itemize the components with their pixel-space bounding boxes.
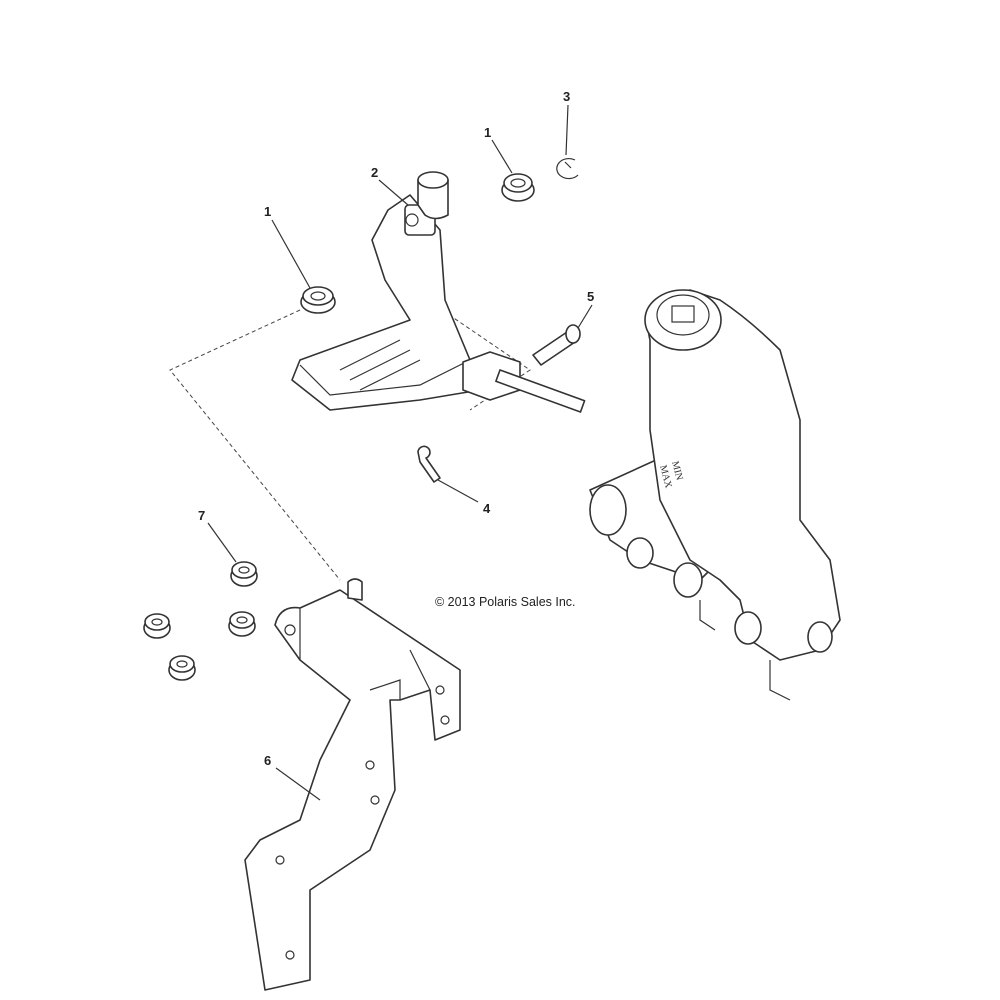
e-clip (556, 157, 579, 180)
pedal-bracket (244, 578, 461, 991)
callout-2: 2 (371, 165, 378, 180)
bushing-left (300, 286, 336, 314)
cotter-pin (417, 445, 441, 483)
callout-6: 6 (264, 753, 271, 768)
copyright-notice: © 2013 Polaris Sales Inc. (435, 595, 576, 609)
brake-pedal (291, 171, 481, 411)
callout-5: 5 (587, 289, 594, 304)
callout-7: 7 (198, 508, 205, 523)
bushing-top (501, 173, 535, 202)
reservoir-min-mark: MIN (669, 460, 685, 482)
callout-1b: 1 (484, 125, 491, 140)
master-cylinder: MAX MIN (462, 289, 841, 701)
assembly-lines (169, 294, 531, 581)
callout-1a: 1 (264, 204, 271, 219)
callout-3: 3 (563, 89, 570, 104)
nuts (143, 561, 258, 681)
leader-lines (207, 104, 593, 801)
callout-4: 4 (483, 501, 491, 516)
clevis-pin (532, 324, 581, 366)
